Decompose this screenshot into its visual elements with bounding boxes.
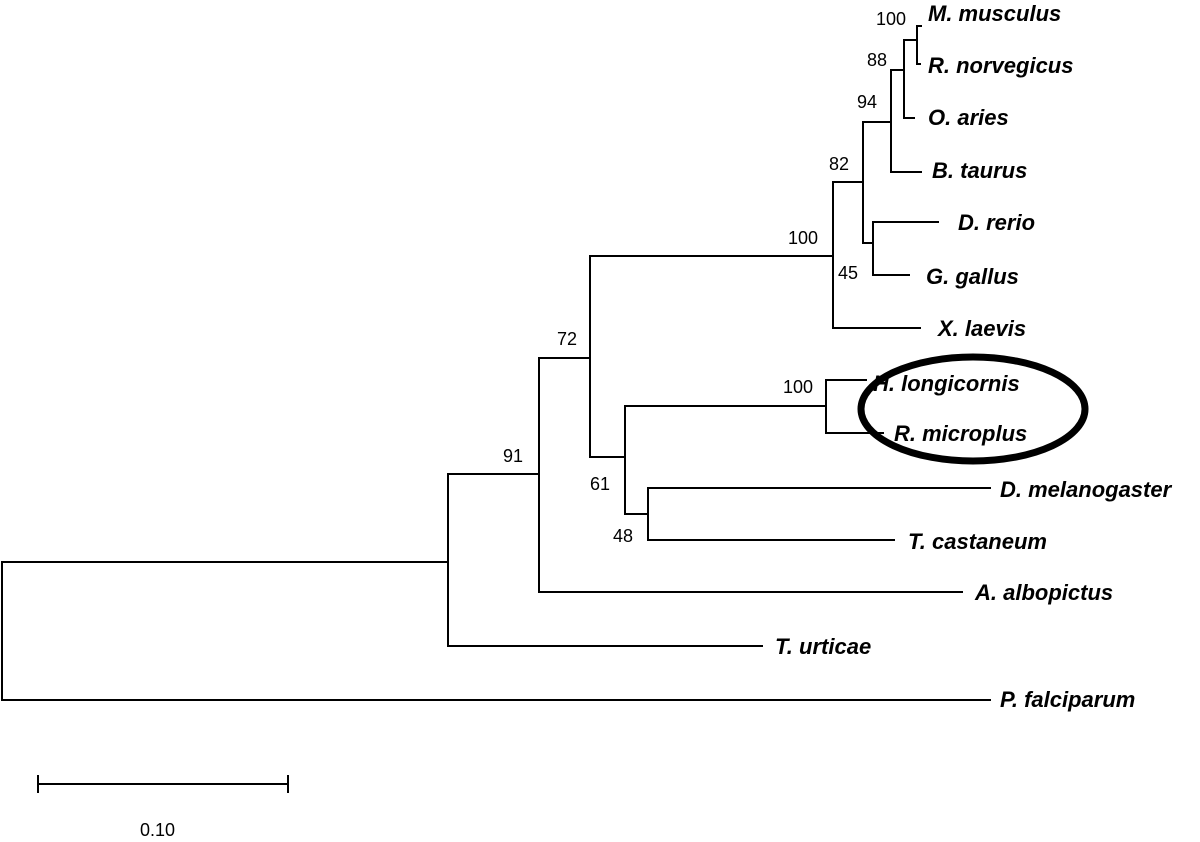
taxon-label: B. taurus bbox=[932, 158, 1027, 183]
taxon-label: M. musculus bbox=[928, 1, 1061, 26]
taxon-label: T. castaneum bbox=[908, 529, 1047, 554]
bootstrap-value: 48 bbox=[613, 526, 633, 546]
scale-bar: 0.10 bbox=[37, 775, 289, 840]
bootstrap-value: 100 bbox=[783, 377, 813, 397]
highlight-ellipse bbox=[857, 353, 1089, 465]
taxon-label: D. melanogaster bbox=[1000, 477, 1173, 502]
taxon-label: A. albopictus bbox=[974, 580, 1113, 605]
taxon-label: O. aries bbox=[928, 105, 1009, 130]
bootstrap-values: 100 88 94 82 45 100 100 72 61 48 91 bbox=[503, 9, 906, 546]
bootstrap-value: 82 bbox=[829, 154, 849, 174]
tree-branches bbox=[1, 25, 991, 701]
taxon-label: X. laevis bbox=[936, 316, 1026, 341]
taxon-labels: M. musculus R. norvegicus O. aries B. ta… bbox=[775, 1, 1173, 712]
taxon-label: D. rerio bbox=[958, 210, 1035, 235]
scale-bar-label: 0.10 bbox=[140, 820, 175, 840]
taxon-label: R. norvegicus bbox=[928, 53, 1073, 78]
taxon-label: G. gallus bbox=[926, 264, 1019, 289]
taxon-label: R. microplus bbox=[894, 421, 1027, 446]
bootstrap-value: 94 bbox=[857, 92, 877, 112]
bootstrap-value: 88 bbox=[867, 50, 887, 70]
taxon-label: T. urticae bbox=[775, 634, 871, 659]
bootstrap-value: 45 bbox=[838, 263, 858, 283]
bootstrap-value: 61 bbox=[590, 474, 610, 494]
taxon-label: H. longicornis bbox=[873, 371, 1020, 396]
bootstrap-value: 100 bbox=[876, 9, 906, 29]
bootstrap-value: 72 bbox=[557, 329, 577, 349]
bootstrap-value: 91 bbox=[503, 446, 523, 466]
bootstrap-value: 100 bbox=[788, 228, 818, 248]
taxon-label: P. falciparum bbox=[1000, 687, 1135, 712]
